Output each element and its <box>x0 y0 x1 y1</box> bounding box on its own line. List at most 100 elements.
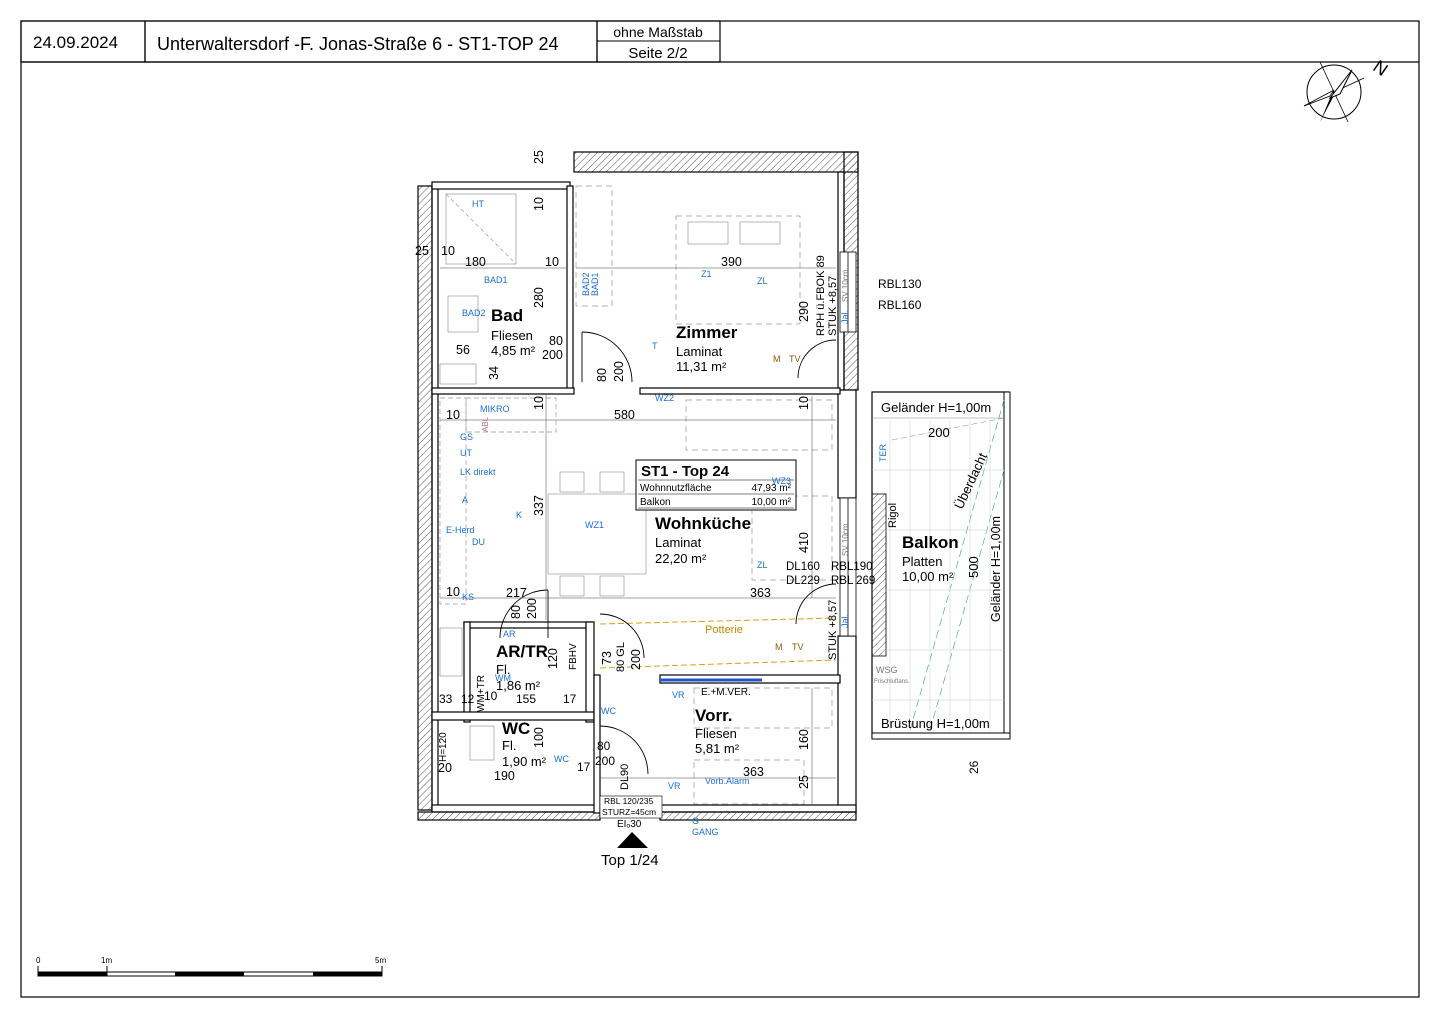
dim-280: 280 <box>532 287 546 308</box>
balcony-bottom-dim: 26 <box>967 760 981 774</box>
dim-217: 217 <box>506 586 527 600</box>
label-t: T <box>652 341 658 351</box>
balcony-depth: 500 <box>966 556 981 578</box>
label-ht: HT <box>472 199 484 209</box>
label-m-1: M <box>773 354 781 364</box>
label-a: A <box>462 495 468 505</box>
dim-80a: 80 <box>549 334 563 348</box>
label-gang: GANG <box>692 827 719 837</box>
room-bad-floor: Fliesen <box>491 328 533 343</box>
dim-155: 155 <box>516 692 536 706</box>
furniture <box>439 185 833 805</box>
window-zimmer-stuk: STUK +8,57 <box>827 276 839 336</box>
room-zimmer-name: Zimmer <box>676 323 738 342</box>
dim-12: 12 <box>461 692 475 706</box>
scale-zero: 0 <box>36 956 41 965</box>
label-m-2: M <box>775 642 783 652</box>
label-gl: 80 GL <box>615 642 627 672</box>
label-ks: KS <box>462 592 474 602</box>
label-vorb-alarm: Vorb.Alarm <box>705 776 750 786</box>
dim-20: 20 <box>438 761 452 775</box>
window-zimmer-rph: RPH ü.FBOK 89 <box>815 255 827 336</box>
room-bad-area: 4,85 m² <box>491 343 536 358</box>
doors <box>499 331 837 775</box>
balcony-railing-top: Geländer H=1,00m <box>881 400 991 415</box>
window-wk-3: DL229 <box>786 575 820 587</box>
label-wz2: WZ2 <box>655 393 674 403</box>
summary-row1-label: Wohnnutzfläche <box>640 483 712 494</box>
door-sturz: STURZ=45cm <box>602 807 656 817</box>
room-labels: Bad Fliesen 4,85 m² Zimmer Laminat 11,31… <box>491 306 751 769</box>
room-wohnkueche-name: Wohnküche <box>655 514 751 533</box>
label-bad1: BAD1 <box>484 275 508 285</box>
room-zimmer-area: 11,31 m² <box>676 359 727 374</box>
summary-title: ST1 - Top 24 <box>641 463 730 480</box>
balcony-wsg: WSG <box>876 665 898 675</box>
dim-80d: 80 <box>597 739 611 753</box>
header-page: Seite 2/2 <box>628 45 687 62</box>
title-block: 24.09.2024 Unterwaltersdorf -F. Jonas-St… <box>20 20 1419 63</box>
room-zimmer-floor: Laminat <box>676 344 723 359</box>
room-wohnkueche-floor: Laminat <box>655 535 702 550</box>
dim-34: 34 <box>487 366 501 380</box>
window-zimmer-1: RBL130 <box>878 277 922 291</box>
dim-17a: 17 <box>563 692 577 706</box>
room-wohnkueche-area: 22,20 m² <box>655 551 707 566</box>
label-wz3: WZ3 <box>772 476 791 486</box>
room-wc-name: WC <box>502 719 530 738</box>
label-wc-icon-2: WC <box>601 706 616 716</box>
window-wk-1: DL160 <box>786 561 820 573</box>
balcony-gutter: Rigol <box>887 503 899 528</box>
balcony-floor: Platten <box>902 554 942 569</box>
window-strips <box>839 251 887 657</box>
header-scale-note: ohne Maßstab <box>613 24 703 40</box>
label-bad2: BAD2 <box>462 308 486 318</box>
room-vorr-floor: Fliesen <box>695 726 737 741</box>
entrance-marker: Top 1/24 <box>601 832 659 869</box>
dim-56: 56 <box>456 343 470 357</box>
potterie-line-2 <box>599 659 837 669</box>
dim-h120: H=120 <box>438 732 449 762</box>
balcony: Geländer H=1,00m 200 Überdacht Rigol 500… <box>871 391 1011 774</box>
dim-363a: 363 <box>750 586 771 600</box>
dim-100: 100 <box>532 727 546 748</box>
label-du: DU <box>472 537 485 547</box>
room-artr-name: AR/TR <box>496 642 548 661</box>
balcony-frischluft: Frischluftans. <box>874 679 910 685</box>
label-k: K <box>516 510 522 520</box>
label-wmtr: WM+TR <box>476 675 487 712</box>
balcony-width: 200 <box>928 425 950 440</box>
label-zl: ZL <box>757 276 768 286</box>
label-vr: VR <box>672 690 685 700</box>
label-tv-1: TV <box>789 354 801 364</box>
equipment-labels: Potterie E.+M.VER. MIKRO ABL GS UT LK di… <box>446 199 850 837</box>
label-lk: LK direkt <box>460 467 496 477</box>
compass-rose: N <box>1303 56 1392 123</box>
label-abl: ABL <box>481 416 490 432</box>
window-wk-4: RBL 269 <box>831 575 875 587</box>
room-vorr-area: 5,81 m² <box>695 741 740 756</box>
dim-10e: 10 <box>797 396 811 410</box>
dim-10c: 10 <box>532 197 546 211</box>
room-vorr-name: Vorr. <box>695 706 732 725</box>
potterie-line <box>599 617 837 625</box>
room-bad-name: Bad <box>491 306 523 325</box>
label-dl: DL90 <box>619 764 631 790</box>
dim-190: 190 <box>494 769 515 783</box>
dim-200d-v: 200 <box>629 649 643 670</box>
header-title: Unterwaltersdorf -F. Jonas-Straße 6 - ST… <box>157 34 558 54</box>
dim-200a: 200 <box>542 348 563 362</box>
balcony-name: Balkon <box>902 533 959 552</box>
dim-390: 390 <box>721 255 742 269</box>
window-labels: RBL130 RBL160 RPH ü.FBOK 89 STUK +8,57 D… <box>599 255 922 830</box>
label-ar: AR <box>503 629 516 639</box>
dimension-numbers: 25 10 180 10 10 390 280 290 56 80 200 34… <box>415 150 811 789</box>
label-ut: UT <box>460 448 472 458</box>
dim-25c: 25 <box>797 775 811 789</box>
dim-80b: 80 <box>595 368 609 382</box>
summary-row2-value: 10,00 m² <box>752 497 792 508</box>
scale-bar: 0 1m 5m <box>36 956 386 977</box>
dim-10a: 10 <box>441 244 455 258</box>
label-sv-2: SV 10cm <box>841 523 850 556</box>
room-artr-area: 1,86 m² <box>496 678 541 693</box>
